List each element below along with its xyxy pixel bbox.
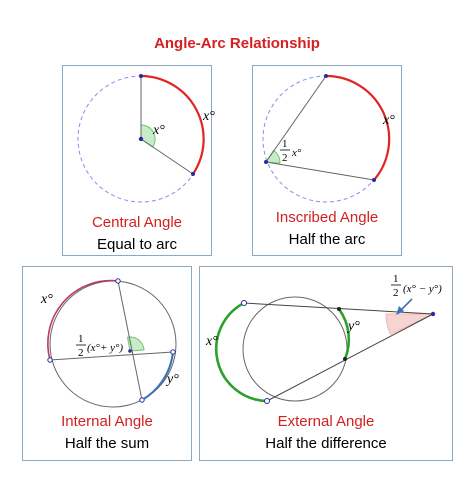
arc-highlight xyxy=(325,74,391,181)
fraction-denominator: 2 xyxy=(78,347,84,359)
point xyxy=(264,398,270,404)
arc-label: x° xyxy=(40,292,53,307)
internal-angle-title: Internal Angle xyxy=(61,413,153,430)
external-angle-diagram: x° y° 1 2 (x° − y°) xyxy=(205,273,442,404)
point xyxy=(372,178,376,182)
arc-label: y° xyxy=(346,319,360,334)
inscribed-angle-description: Half the arc xyxy=(288,231,366,248)
intersection-point xyxy=(128,349,132,353)
fraction-numerator: 1 xyxy=(78,333,84,345)
fraction-numerator: 1 xyxy=(282,138,288,150)
inscribed-angle-diagram: 1 2 x° x° xyxy=(262,74,395,203)
internal-angle-diagram: x° y° 1 2 (x°+ y°) xyxy=(40,278,179,408)
radius-line xyxy=(140,138,194,175)
arc-label: y° xyxy=(165,372,179,387)
arc-left xyxy=(47,279,119,361)
arc-highlight xyxy=(140,74,205,175)
external-angle-description: Half the difference xyxy=(265,435,387,452)
arc-right xyxy=(337,308,351,360)
central-angle-description: Equal to arc xyxy=(96,236,178,253)
point xyxy=(139,397,145,403)
fraction-denominator: 2 xyxy=(282,152,288,164)
chord-line xyxy=(49,351,174,361)
inscribed-angle-panel: 1 2 x° x° Inscribed Angle Half the arc xyxy=(252,65,402,256)
point xyxy=(139,74,143,78)
angle-label: (x° − y°) xyxy=(403,283,442,295)
arc-left xyxy=(215,301,268,403)
angle-label: (x°+ y°) xyxy=(87,342,123,354)
arc-label: x° xyxy=(382,113,395,128)
arc-right xyxy=(141,351,174,401)
internal-angle-description: Half the sum xyxy=(64,435,150,452)
center-point xyxy=(138,136,144,142)
point xyxy=(241,300,247,306)
arc-label: x° xyxy=(205,334,218,349)
chord-line xyxy=(117,280,143,401)
point xyxy=(324,74,328,78)
point xyxy=(337,307,341,311)
point xyxy=(191,172,195,176)
chord-line xyxy=(265,75,327,163)
central-angle-title: Central Angle xyxy=(91,214,183,231)
fraction-denominator: 2 xyxy=(393,287,399,299)
angle-sector xyxy=(385,313,434,335)
point xyxy=(343,357,347,361)
arc-label: x° xyxy=(202,109,215,124)
angle-label: x° xyxy=(152,123,165,138)
pointer-arrowhead xyxy=(396,306,404,315)
circle-outline xyxy=(242,296,348,402)
angle-sector xyxy=(140,124,156,148)
fraction-numerator: 1 xyxy=(393,273,399,285)
secant-line xyxy=(266,313,434,402)
angle-label: x° xyxy=(291,147,302,159)
external-angle-title: External Angle xyxy=(277,413,375,430)
internal-angle-panel: x° y° 1 2 (x°+ y°) Internal Angle Half t… xyxy=(22,266,192,461)
central-angle-diagram: x° x° xyxy=(77,74,215,203)
chord-line xyxy=(265,161,375,181)
vertex-point xyxy=(264,160,268,164)
external-angle-panel: x° y° 1 2 (x° − y°) External Angle Half … xyxy=(199,266,453,461)
point xyxy=(115,278,121,284)
external-vertex-point xyxy=(430,311,436,317)
central-angle-panel: x° x° Central Angle Equal to arc xyxy=(62,65,215,256)
point xyxy=(47,357,53,363)
point xyxy=(170,349,176,355)
page-title: Angle-Arc Relationship xyxy=(154,35,320,52)
inscribed-angle-title: Inscribed Angle xyxy=(275,209,379,226)
